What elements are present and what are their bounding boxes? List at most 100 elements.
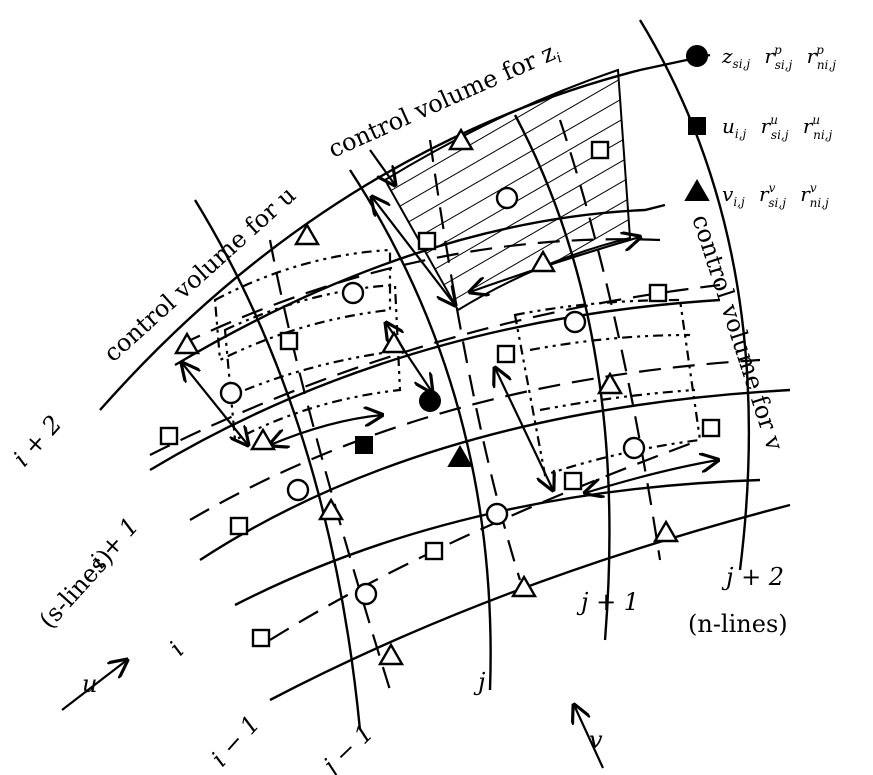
- legend-filled-square-icon: [688, 117, 706, 135]
- node-triangle: [652, 519, 680, 543]
- node-square: [417, 231, 437, 251]
- node-circle: [622, 436, 646, 460]
- cv-u-width-arrow: [182, 363, 248, 445]
- legend-ru-s-sub: si,j: [771, 128, 789, 142]
- node-triangle: [317, 497, 345, 521]
- node-triangle: [596, 371, 624, 395]
- n-line-label-j-plus-2: j + 2: [721, 563, 784, 591]
- v-direction-arrow: [574, 705, 604, 769]
- cv-z-height-arrow: [470, 237, 640, 292]
- cv-v-width-arrow: [495, 368, 553, 490]
- node-circle: [341, 281, 365, 305]
- node-circle: [354, 582, 378, 606]
- legend-rv-s-sub: si,j: [768, 196, 786, 210]
- legend-rp-s: r: [764, 44, 775, 68]
- node-square: [159, 426, 179, 446]
- node-square: [701, 418, 721, 438]
- legend-rp-s-sup: p: [774, 43, 782, 57]
- cv-v-label: control volume for v: [686, 211, 789, 454]
- v-direction-label: v: [589, 726, 603, 754]
- s-line-label-i-minus-1: i − 1: [206, 710, 266, 772]
- legend-rp-n: r: [807, 44, 818, 68]
- dash-s-4: [269, 438, 701, 641]
- cv-z-label-sub: i: [554, 50, 565, 66]
- node-circle: [485, 502, 509, 526]
- node-triangle: [510, 574, 538, 598]
- legend-rp-n-sub: ni,j: [817, 58, 836, 72]
- dash-s-1: [179, 238, 661, 346]
- legend-ru-n-sup: u: [812, 113, 820, 127]
- n-line-j-plus-2: [638, 19, 751, 571]
- n-line-j-plus-1: [513, 114, 611, 641]
- u-direction-label: u: [82, 670, 97, 698]
- legend-rv-s: r: [759, 182, 770, 206]
- legend-rp-s-sub: si,j: [775, 58, 793, 72]
- legend-ru-s: r: [761, 114, 772, 138]
- n-line-label-j: j: [473, 668, 486, 696]
- u-node-filled: [355, 436, 373, 454]
- s-line-i: [234, 478, 761, 607]
- legend-ru-n-sub: ni,j: [813, 128, 832, 142]
- cv-u-region: [213, 248, 392, 362]
- s-line-label-i-plus-2: i + 2: [8, 410, 68, 472]
- u-direction-arrow: [61, 660, 127, 711]
- cv-v-height-arrow: [585, 460, 718, 493]
- node-square: [563, 471, 583, 491]
- legend-v: v: [722, 182, 734, 206]
- u-nodes-open: [159, 140, 721, 648]
- cv-v-region-2: [529, 333, 691, 352]
- s-line-i-minus-1: [269, 503, 791, 702]
- legend-v-sub: i,j: [733, 195, 745, 209]
- s-lines-caption: (s-lines): [34, 544, 119, 634]
- s-line-label-i: i: [164, 637, 190, 661]
- cv-z-width-arrow: [372, 197, 455, 305]
- node-triangle: [377, 642, 405, 666]
- cv-z-arrow: [369, 149, 395, 185]
- node-square: [279, 331, 299, 351]
- node-triangle: [173, 331, 201, 355]
- pressure-node-filled: [419, 390, 441, 412]
- legend-rp-n-sup: p: [816, 43, 824, 57]
- node-triangle: [293, 222, 321, 246]
- node-triangle: [447, 127, 475, 151]
- legend-z-sub: si,j: [733, 57, 751, 71]
- node-circle: [286, 478, 310, 502]
- v-node-filled: [447, 445, 473, 467]
- node-circle: [219, 381, 243, 405]
- legend-rv-n: r: [800, 182, 811, 206]
- legend-rv-n-sub: ni,j: [810, 196, 829, 210]
- legend-ru-s-sup: u: [770, 113, 778, 127]
- node-square: [496, 344, 516, 364]
- n-line-label-j-minus-1: j − 1: [314, 719, 379, 775]
- cv-u-height-arrow: [270, 415, 382, 445]
- dash-n-1: [268, 239, 392, 691]
- legend-filled-circle-icon: [686, 45, 708, 67]
- node-square: [424, 541, 444, 561]
- legend-u-sub: i,j: [735, 127, 747, 141]
- n-lines-caption: (n-lines): [688, 610, 788, 638]
- node-triangle: [380, 330, 408, 354]
- legend-ru-n: r: [803, 114, 814, 138]
- node-circle: [495, 186, 519, 210]
- legend-rv-s-sup: v: [769, 181, 776, 195]
- legend-filled-triangle-icon: [684, 179, 710, 201]
- v-nodes-open: [173, 127, 680, 666]
- legend-rv-n-sup: v: [810, 181, 817, 195]
- pressure-nodes-open: [219, 186, 646, 606]
- node-square: [590, 140, 610, 160]
- cv-v-region-3: [539, 388, 696, 412]
- s-line-mid: [199, 388, 791, 562]
- legend-u: u: [722, 114, 735, 138]
- n-line-label-j-plus-1: j + 1: [576, 588, 639, 616]
- node-square: [229, 516, 249, 536]
- node-triangle: [529, 249, 557, 273]
- node-square: [251, 628, 271, 648]
- dash-s-3: [189, 358, 761, 521]
- node-triangle: [249, 427, 277, 451]
- node-square: [648, 283, 668, 303]
